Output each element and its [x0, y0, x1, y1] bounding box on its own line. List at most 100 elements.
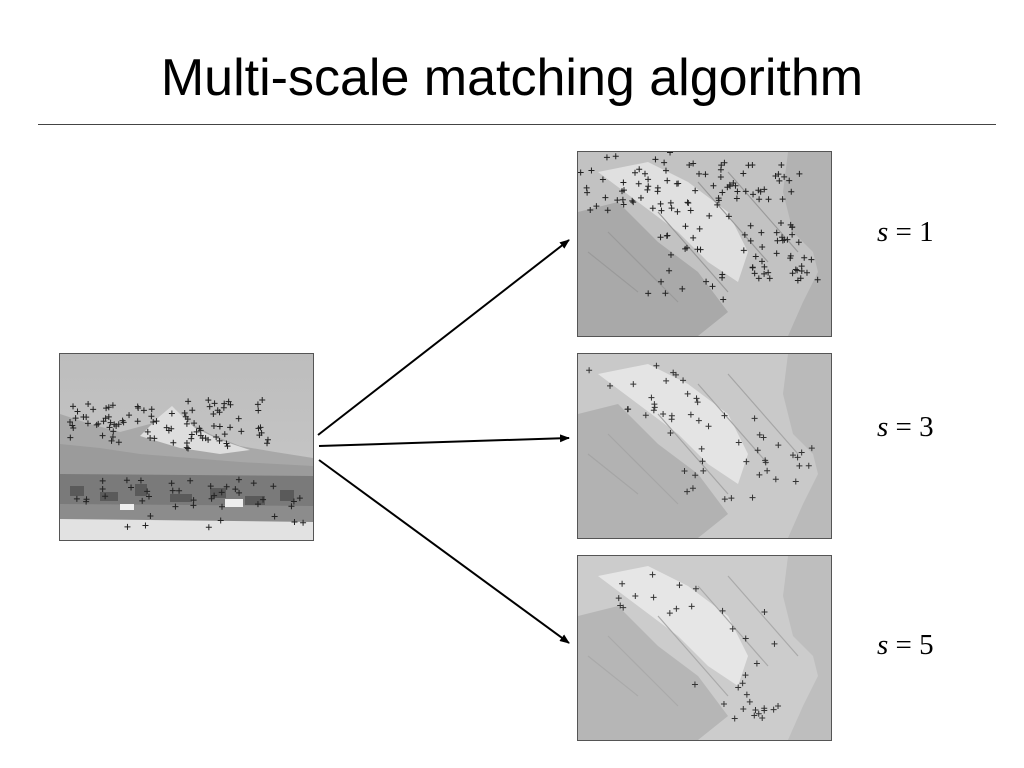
- feature-point-marker: [720, 296, 727, 303]
- feature-point-marker: [772, 173, 779, 180]
- feature-point-marker: [189, 407, 196, 414]
- scale-value: 1: [919, 216, 934, 248]
- feature-point-marker: [632, 169, 639, 176]
- feature-point-marker: [652, 156, 659, 163]
- feature-point-marker: [218, 489, 225, 496]
- feature-point-marker: [288, 503, 295, 510]
- feature-point-marker: [796, 170, 803, 177]
- feature-point-marker: [172, 503, 179, 510]
- feature-point-marker: [667, 429, 674, 436]
- feature-point-marker: [699, 458, 706, 465]
- scale-var: s: [877, 216, 889, 248]
- feature-point-marker: [688, 603, 695, 610]
- page-title: Multi-scale matching algorithm: [160, 49, 864, 107]
- feature-point-marker: [658, 278, 665, 285]
- feature-point-marker: [747, 237, 754, 244]
- scale-value: 5: [919, 629, 934, 661]
- feature-point-marker: [753, 660, 760, 667]
- feature-point-marker: [698, 445, 705, 452]
- feature-point-marker: [102, 493, 109, 500]
- feature-point-marker: [256, 432, 263, 439]
- feature-point-marker: [619, 196, 626, 203]
- feature-point-marker: [183, 420, 190, 427]
- feature-point-marker: [746, 698, 753, 705]
- feature-point-marker: [106, 424, 113, 431]
- feature-point-marker: [225, 398, 232, 405]
- feature-point-marker: [654, 188, 661, 195]
- feature-point-marker: [185, 398, 192, 405]
- feature-point-marker: [666, 267, 673, 274]
- feature-point-marker: [663, 232, 670, 239]
- feature-point-marker: [735, 684, 742, 691]
- feature-point-marker: [257, 424, 264, 431]
- feature-point-marker: [221, 431, 228, 438]
- feature-point-marker: [751, 415, 758, 422]
- feature-point-marker: [721, 159, 728, 166]
- feature-point-marker: [205, 397, 212, 404]
- feature-point-marker: [153, 418, 160, 425]
- feature-point-marker: [206, 403, 213, 410]
- feature-point-marker: [290, 498, 297, 505]
- feature-point-marker: [756, 471, 763, 478]
- feature-point-marker: [169, 487, 176, 494]
- feature-point-marker: [642, 412, 649, 419]
- feature-point-marker: [694, 399, 701, 406]
- scale-eq: =: [888, 411, 920, 443]
- feature-point-marker: [773, 229, 780, 236]
- feature-point-marker: [645, 183, 652, 190]
- feature-point-marker: [758, 258, 765, 265]
- feature-point-marker: [168, 480, 175, 487]
- feature-point-marker: [128, 484, 135, 491]
- feature-point-marker: [792, 478, 799, 485]
- feature-point-marker: [224, 443, 231, 450]
- feature-point-marker: [648, 394, 655, 401]
- mountain-cliff-photo-icon: [578, 354, 831, 538]
- feature-point-marker: [682, 223, 689, 230]
- feature-point-marker: [789, 270, 796, 277]
- feature-point-marker: [586, 367, 593, 374]
- feature-point-marker: [259, 396, 266, 403]
- feature-point-marker: [621, 187, 628, 194]
- arrow-to-scale-1: [317, 239, 570, 436]
- feature-point-marker: [740, 247, 747, 254]
- feature-point-marker: [636, 166, 643, 173]
- feature-point-marker: [719, 274, 726, 281]
- feature-point-marker: [216, 423, 223, 430]
- feature-point-marker: [703, 278, 710, 285]
- feature-point-marker: [148, 413, 155, 420]
- feature-point-marker: [775, 702, 782, 709]
- feature-point-marker: [260, 496, 267, 503]
- feature-point-marker: [734, 188, 741, 195]
- feature-point-marker: [264, 436, 271, 443]
- feature-point-marker: [692, 585, 699, 592]
- feature-point-marker: [743, 458, 750, 465]
- feature-point-marker: [110, 428, 117, 435]
- feature-point-marker: [742, 188, 749, 195]
- feature-point-marker: [620, 201, 627, 208]
- feature-point-marker: [700, 467, 707, 474]
- feature-point-marker: [761, 705, 768, 712]
- feature-point-marker: [107, 419, 114, 426]
- feature-point-marker: [612, 153, 619, 160]
- feature-point-marker: [662, 290, 669, 297]
- feature-point-marker: [771, 640, 778, 647]
- feature-point-marker: [190, 497, 197, 504]
- mountain-village-photo-icon: [60, 354, 313, 540]
- feature-point-marker: [765, 196, 772, 203]
- feature-point-marker: [264, 440, 271, 447]
- feature-point-marker: [801, 254, 808, 261]
- feature-point-marker: [227, 424, 234, 431]
- feature-point-marker: [814, 276, 821, 283]
- feature-point-marker: [637, 194, 644, 201]
- feature-point-marker: [808, 256, 815, 263]
- feature-point-marker: [661, 159, 668, 166]
- feature-point-marker: [168, 425, 175, 432]
- feature-point-marker: [139, 497, 146, 504]
- feature-point-marker: [662, 167, 669, 174]
- feature-point-marker: [674, 208, 681, 215]
- feature-point-marker: [144, 488, 151, 495]
- feature-point-marker: [115, 439, 122, 446]
- feature-point-marker: [679, 285, 686, 292]
- feature-point-marker: [789, 452, 796, 459]
